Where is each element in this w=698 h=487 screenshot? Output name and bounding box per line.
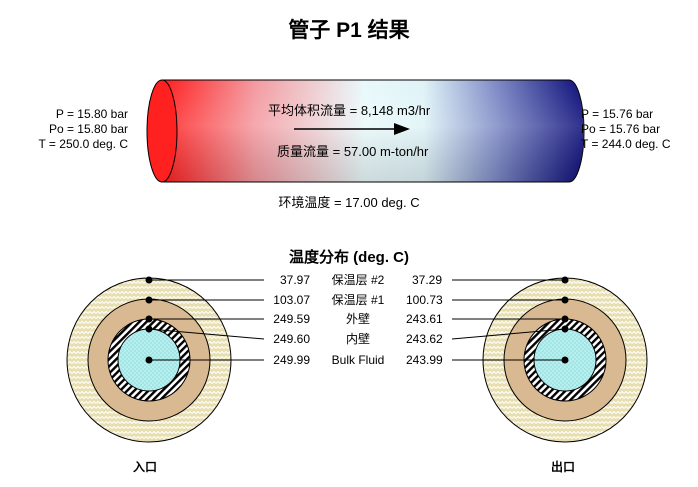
- inlet-value-insulation-1: 103.07: [273, 293, 310, 307]
- row-label-insulation-2: 保温层 #2: [331, 273, 385, 287]
- page-title: 管子 P1 结果: [288, 19, 410, 42]
- outlet-markers: [561, 276, 569, 364]
- outlet-value-insulation-2: 37.29: [412, 273, 443, 287]
- outlet-total-pressure: Po = 15.76 bar: [581, 122, 661, 136]
- outlet-leaders: [451, 279, 566, 361]
- inlet-conditions: P = 15.80 bar Po = 15.80 bar T = 250.0 d…: [0, 107, 128, 152]
- outlet-label: 出口: [551, 460, 576, 474]
- flow-arrow-icon: [294, 123, 410, 135]
- inlet-temperature: T = 250.0 deg. C: [38, 137, 128, 151]
- inlet-markers: [145, 276, 153, 364]
- inlet-value-insulation-2: 37.97: [279, 273, 310, 287]
- outlet-value-insulation-1: 100.73: [406, 293, 443, 307]
- row-label-outer-wall: 外壁: [345, 312, 370, 326]
- mass-flow: 质量流量 = 57.00 m-ton/hr: [277, 144, 429, 159]
- outlet-value-outer-wall: 243.61: [406, 312, 443, 326]
- row-label-inner-wall: 内壁: [345, 332, 370, 346]
- inlet-value-inner-wall: 249.60: [273, 332, 310, 346]
- inlet-total-pressure: Po = 15.80 bar: [48, 122, 128, 136]
- pipe-inlet-face: [146, 79, 178, 183]
- outlet-value-bulk-fluid: 243.99: [406, 353, 443, 367]
- row-label-insulation-1: 保温层 #1: [331, 293, 385, 307]
- inlet-value-outer-wall: 249.59: [273, 312, 310, 326]
- inlet-leaders: [148, 279, 265, 361]
- pipe: [146, 79, 585, 183]
- outlet-value-inner-wall: 243.62: [406, 332, 443, 346]
- outlet-pressure: P = 15.76 bar: [581, 107, 654, 121]
- temperature-distribution-title: 温度分布 (deg. C): [289, 249, 409, 266]
- ambient-temperature: 环境温度 = 17.00 deg. C: [278, 195, 420, 210]
- avg-volume-flow: 平均体积流量 = 8,148 m3/hr: [268, 103, 431, 118]
- row-label-bulk-fluid: Bulk Fluid: [331, 353, 385, 367]
- inlet-label: 入口: [133, 460, 158, 474]
- outlet-temperature: T = 244.0 deg. C: [581, 137, 671, 151]
- inlet-value-bulk-fluid: 249.99: [273, 353, 310, 367]
- outlet-conditions: P = 15.76 bar Po = 15.76 bar T = 244.0 d…: [581, 107, 671, 152]
- inlet-pressure: P = 15.80 bar: [55, 107, 128, 121]
